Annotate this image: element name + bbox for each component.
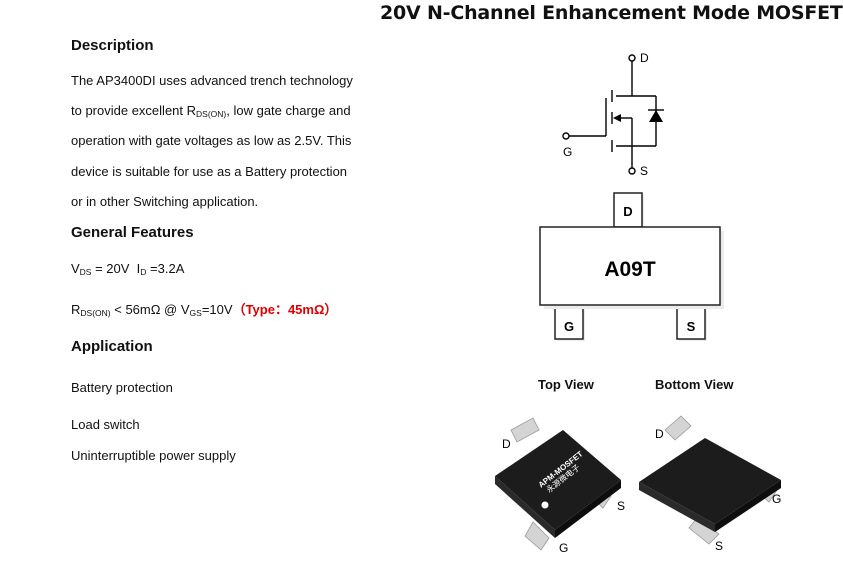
package-pin-g-label: G [564,319,574,334]
chip-top-pin-s: S [617,499,625,513]
application-item: Battery protection [71,380,173,395]
gate-label: G [563,145,572,159]
source-label: S [640,164,648,178]
chip-bottom-pin-s: S [715,539,723,553]
feature-rdson: RDS(ON) < 56mΩ @ VGS=10V（Type：45mΩ） [71,302,338,318]
application-item: Load switch [71,417,140,432]
application-item: Uninterruptible power supply [71,448,236,463]
drain-label: D [640,51,649,65]
top-view-label: Top View [538,377,594,392]
chip-top-pin-g: G [559,541,568,555]
description-line-3: operation with gate voltages as low as 2… [71,133,352,148]
description-line-4: device is suitable for use as a Battery … [71,164,348,179]
package-marking: A09T [604,258,656,281]
chip-bottom-pin-d: D [655,427,664,441]
feature-vds-id: VDS = 20V ID =3.2A [71,261,185,277]
chip-top-pin-d: D [502,437,511,451]
page-title: 20V N-Channel Enhancement Mode MOSFET [380,2,843,24]
package-pin-s-label: S [687,319,696,334]
description-line-2: to provide excellent RDS(ON), low gate c… [71,103,351,119]
package-outline-diagram: D A09T G S [539,192,724,341]
bottom-view-label: Bottom View [655,377,734,392]
features-heading: General Features [71,224,194,241]
description-heading: Description [71,37,154,54]
chip-top-view-render: APM-MOSFET 永源微电子 D S G [495,417,625,555]
package-pin-d-label: D [623,204,632,219]
application-heading: Application [71,338,153,355]
typical-value: （Type：45mΩ） [232,302,338,317]
mosfet-schematic-symbol: D G S [562,51,664,178]
description-line-1: The AP3400DI uses advanced trench techno… [71,73,353,88]
description-line-5: or in other Switching application. [71,194,259,209]
chip-bottom-pin-g: G [772,492,781,506]
chip-bottom-view-render: D G S [639,415,781,553]
